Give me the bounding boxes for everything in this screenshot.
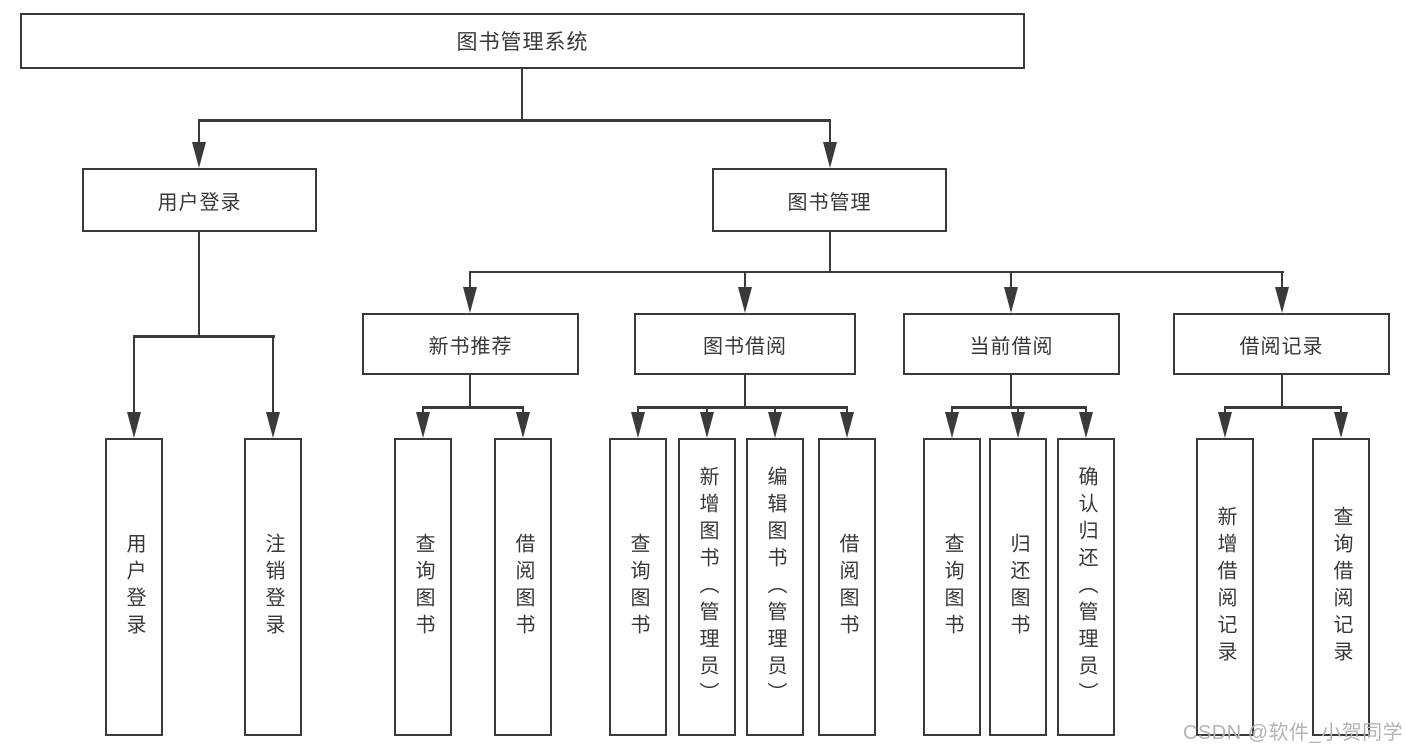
arrow-down-icon xyxy=(266,412,280,438)
connector-line xyxy=(132,335,275,338)
csdn-watermark: CSDN @软件_小贺同学 xyxy=(1183,722,1404,744)
connector-line xyxy=(1280,375,1284,409)
connector-line xyxy=(468,270,472,290)
arrow-down-icon xyxy=(516,412,530,438)
leaf-add-borrow-record: 新增借阅记录 xyxy=(1196,438,1254,736)
connector-line xyxy=(421,406,525,409)
leaf-label: 注销登录 xyxy=(262,533,284,641)
connector-line xyxy=(520,69,524,122)
connector-line xyxy=(828,119,832,144)
leaf-query-borrow-record: 查询借阅记录 xyxy=(1312,438,1370,736)
node-label: 当前借阅 xyxy=(969,335,1054,358)
node-borrow-record: 借阅记录 xyxy=(1173,313,1390,375)
node-label: 借阅记录 xyxy=(1239,335,1324,358)
connector-line xyxy=(197,119,832,122)
arrow-down-icon xyxy=(823,142,837,168)
leaf-label: 新增借阅记录 xyxy=(1214,506,1236,668)
leaf-label: 用户登录 xyxy=(123,533,145,641)
arrow-down-icon xyxy=(127,412,141,438)
arrow-down-icon xyxy=(192,142,206,168)
leaf-return-book: 归还图书 xyxy=(989,438,1047,736)
node-label: 图书借阅 xyxy=(703,335,787,358)
leaf-label: 借阅图书 xyxy=(836,533,858,641)
connector-line xyxy=(1016,406,1020,414)
leaf-edit-book-admin: 编辑图书（管理员） xyxy=(746,438,804,736)
arrow-down-icon xyxy=(1334,412,1348,438)
connector-line xyxy=(743,270,747,290)
node-label: 新书推荐 xyxy=(428,335,513,358)
connector-line xyxy=(950,406,954,414)
node-label: 图书管理 xyxy=(787,191,872,214)
node-label: 用户登录 xyxy=(157,191,242,214)
leaf-borrow-query-book: 查询图书 xyxy=(609,438,667,736)
leaf-logout: 注销登录 xyxy=(244,438,302,736)
leaf-label: 编辑图书（管理员） xyxy=(764,465,786,709)
arrow-down-icon xyxy=(768,412,782,438)
arrow-down-icon xyxy=(631,412,645,438)
connector-line xyxy=(197,119,201,144)
leaf-label: 查询图书 xyxy=(627,533,649,641)
leaf-label: 查询图书 xyxy=(412,533,434,641)
leaf-label: 新增图书（管理员） xyxy=(696,465,718,709)
leaf-confirm-return-admin: 确认归还（管理员） xyxy=(1057,438,1115,736)
arrow-down-icon xyxy=(1011,412,1025,438)
leaf-current-query-book: 查询图书 xyxy=(923,438,981,736)
arrow-down-icon xyxy=(945,412,959,438)
leaf-recommend-borrow-book: 借阅图书 xyxy=(494,438,552,736)
arrow-down-icon xyxy=(416,412,430,438)
arrow-down-icon xyxy=(1079,412,1093,438)
connector-line xyxy=(1280,270,1284,290)
leaf-add-book-admin: 新增图书（管理员） xyxy=(678,438,736,736)
arrow-down-icon xyxy=(1218,412,1232,438)
connector-line xyxy=(1009,375,1013,409)
leaf-label: 归还图书 xyxy=(1007,533,1029,641)
arrow-down-icon xyxy=(840,412,854,438)
leaf-label: 确认归还（管理员） xyxy=(1075,465,1097,709)
connector-line xyxy=(636,406,640,414)
node-current-borrow: 当前借阅 xyxy=(903,313,1120,375)
connector-line xyxy=(1009,270,1013,290)
leaf-borrow-book: 借阅图书 xyxy=(818,438,876,736)
connector-line xyxy=(1339,406,1343,414)
connector-line xyxy=(1223,406,1227,414)
connector-line xyxy=(743,375,747,409)
node-library-management-system: 图书管理系统 xyxy=(20,13,1025,69)
node-book-borrow: 图书借阅 xyxy=(634,313,856,375)
leaf-label: 借阅图书 xyxy=(512,533,534,641)
connector-line xyxy=(705,406,709,414)
connector-line xyxy=(828,232,832,273)
arrow-down-icon xyxy=(1004,287,1018,313)
connector-line xyxy=(468,270,1284,273)
connector-line xyxy=(468,375,472,409)
arrow-down-icon xyxy=(463,287,477,313)
connector-line xyxy=(845,406,849,414)
connector-line xyxy=(132,335,136,414)
leaf-recommend-query-book: 查询图书 xyxy=(394,438,452,736)
connector-line xyxy=(1084,406,1088,414)
connector-line xyxy=(773,406,777,414)
connector-line xyxy=(271,335,275,414)
node-label: 图书管理系统 xyxy=(456,31,589,54)
leaf-label: 查询图书 xyxy=(941,533,963,641)
arrow-down-icon xyxy=(1275,287,1289,313)
arrow-down-icon xyxy=(738,287,752,313)
node-user-login: 用户登录 xyxy=(82,168,317,232)
connector-line xyxy=(1223,406,1343,409)
leaf-user-login: 用户登录 xyxy=(105,438,163,736)
connector-line xyxy=(197,232,201,338)
connector-line xyxy=(636,406,849,409)
connector-line xyxy=(421,406,425,414)
connector-line xyxy=(521,406,525,414)
node-new-book-recommend: 新书推荐 xyxy=(362,313,579,375)
node-book-management: 图书管理 xyxy=(712,168,947,232)
leaf-label: 查询借阅记录 xyxy=(1330,506,1352,668)
arrow-down-icon xyxy=(700,412,714,438)
